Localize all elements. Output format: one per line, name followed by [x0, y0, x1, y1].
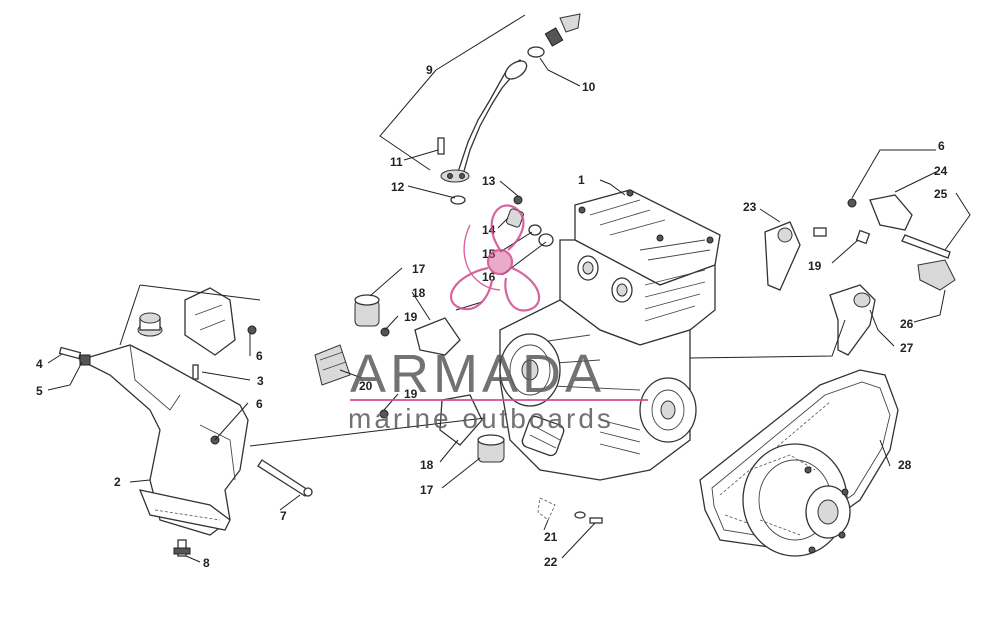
callout-18-upper: 18: [412, 286, 426, 300]
callout-21: 21: [544, 530, 558, 544]
callout-3: 3: [257, 374, 264, 388]
callout-20: 20: [359, 379, 373, 393]
callout-11: 11: [390, 155, 403, 169]
fitting-set: [506, 195, 554, 247]
callout-1: 1: [578, 173, 585, 187]
callout-7: 7: [280, 509, 287, 523]
callout-28: 28: [898, 458, 912, 472]
callout-8: 8: [203, 556, 210, 570]
callout-18-lower: 18: [420, 458, 434, 472]
leader-lines: [47, 14, 971, 563]
callout-17-upper: 17: [412, 262, 426, 276]
callout-6-upper-left: 6: [256, 349, 263, 363]
callout-19-lower: 19: [404, 387, 418, 401]
callout-17-lower: 17: [420, 483, 434, 497]
dipstick-tube: [440, 59, 528, 183]
callout-12: 12: [391, 180, 405, 194]
watermark-brand: ARMADA: [350, 344, 605, 404]
callout-19-upper: 19: [404, 310, 418, 324]
left-engine-mount: [58, 287, 313, 557]
callout-13: 13: [482, 174, 496, 188]
callout-22: 22: [544, 555, 558, 569]
callout-5: 5: [36, 384, 43, 398]
watermark-logo-icon: [449, 204, 541, 312]
right-engine-mounts: [764, 194, 956, 356]
callout-2: 2: [114, 475, 121, 489]
callout-6-right: 6: [938, 139, 945, 153]
callout-10: 10: [582, 80, 596, 94]
engine-block: [499, 189, 721, 481]
armada-watermark: ARMADA marine outboards: [348, 204, 648, 434]
dipstick-cap: [527, 13, 581, 58]
callout-26: 26: [900, 317, 914, 331]
callout-25: 25: [934, 187, 948, 201]
watermark-tagline: marine outboards: [348, 403, 614, 434]
lower-fastener: [537, 497, 603, 524]
callout-6-mid-left: 6: [256, 397, 263, 411]
callout-19-right: 19: [808, 259, 822, 273]
callout-9: 9: [426, 63, 433, 77]
callout-27: 27: [900, 341, 914, 355]
callout-15: 15: [482, 247, 496, 261]
callout-24: 24: [934, 164, 948, 178]
drive-clutch-belt: [699, 369, 899, 557]
callout-labels: 1 2 3 4 5 6 6 6 7 8 9 10 11 12 13 14 15 …: [36, 63, 948, 570]
callout-4: 4: [36, 357, 43, 371]
front-engine-mounts: [314, 294, 505, 463]
callout-23: 23: [743, 200, 757, 214]
